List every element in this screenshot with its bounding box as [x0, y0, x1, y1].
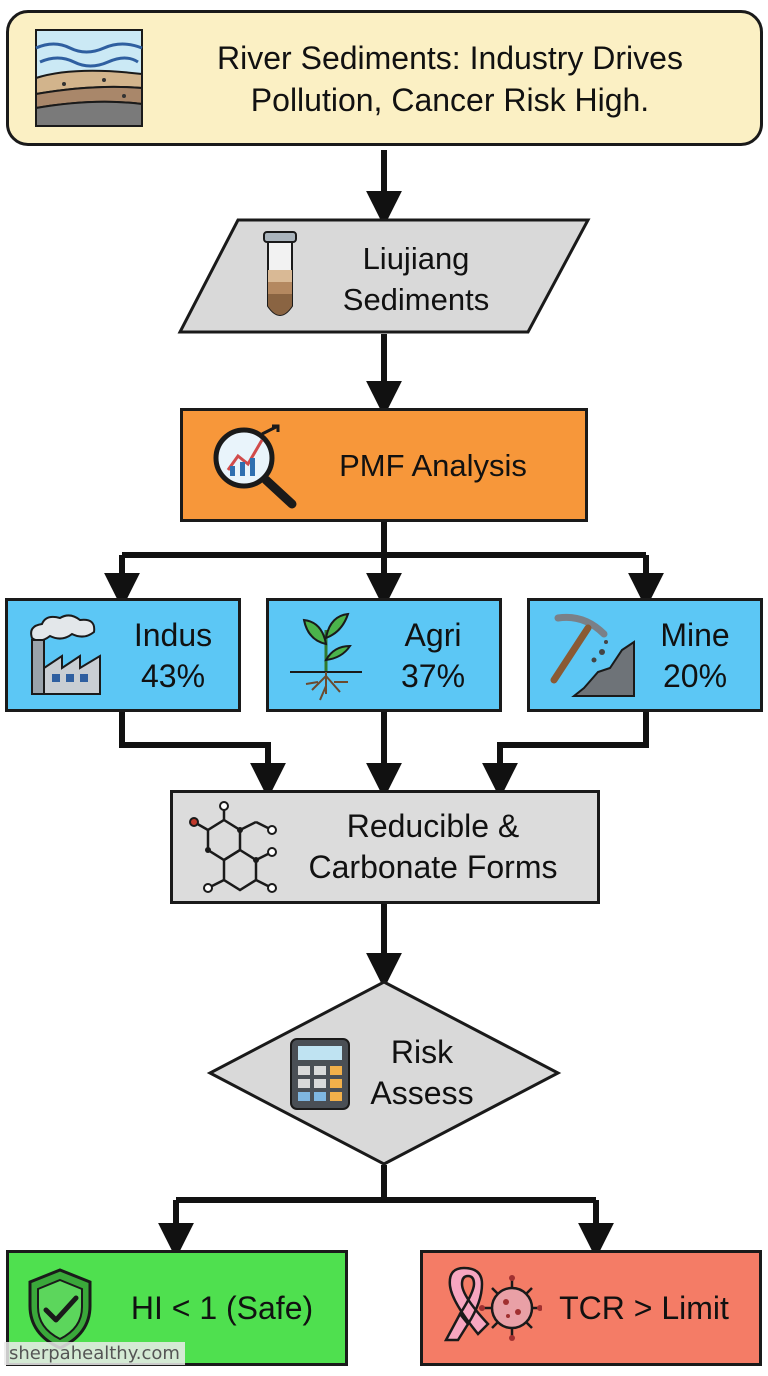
watermark: sherpahealthy.com: [4, 1342, 185, 1365]
source-agri-text: Agri 37%: [378, 615, 488, 697]
forms-node: [170, 790, 600, 904]
plant-sprout-icon: [290, 612, 362, 701]
decision-text: Risk Assess: [350, 1032, 494, 1114]
decision-node: [206, 980, 562, 1166]
sediment-layers-icon: [35, 29, 143, 127]
magnifier-chart-icon: [213, 424, 297, 509]
arrow-indus-to-forms: [119, 712, 286, 799]
molecule-icon: [189, 801, 277, 893]
title-line-1: River Sediments: Industry Drives: [217, 40, 683, 76]
outcome-safe-label: HI < 1 (Safe): [130, 1290, 314, 1326]
source-agri-name: Agri: [404, 617, 462, 653]
branch-decision-to-outcomes: [176, 1165, 596, 1203]
input-line-1: Liujiang: [362, 241, 470, 276]
source-mine-text: Mine 20%: [640, 615, 750, 697]
source-mine-name: Mine: [660, 617, 730, 653]
calculator-icon: [290, 1038, 350, 1110]
forms-line-2: Carbonate Forms: [308, 849, 558, 885]
input-text: Liujiang Sediments: [316, 238, 516, 320]
test-tube-icon: [263, 231, 297, 316]
analysis-label: PMF Analysis: [339, 448, 527, 483]
pickaxe-icon: [550, 613, 635, 697]
title-line-2: Pollution, Cancer Risk High.: [250, 82, 650, 118]
outcome-risk-label: TCR > Limit: [559, 1290, 729, 1326]
source-indus-name: Indus: [133, 617, 213, 653]
arrow-mine-to-forms: [482, 712, 649, 799]
shield-check-icon: [28, 1268, 92, 1350]
source-indus-text: Indus 43%: [118, 615, 228, 697]
decision-line-2: Assess: [370, 1075, 474, 1111]
source-agri-node: [266, 598, 502, 712]
source-indus-share: 43%: [140, 658, 206, 694]
decision-line-1: Risk: [390, 1034, 454, 1070]
title-text: River Sediments: Industry Drives Polluti…: [160, 37, 740, 121]
source-agri-share: 37%: [400, 658, 466, 694]
branch-analysis-to-sources: [122, 522, 646, 558]
forms-text: Reducible & Carbonate Forms: [280, 806, 586, 888]
ribbon-virus-icon: [443, 1266, 542, 1342]
input-line-2: Sediments: [342, 282, 490, 317]
factory-icon: [30, 614, 101, 695]
forms-line-1: Reducible &: [346, 808, 520, 844]
source-mine-share: 20%: [662, 658, 728, 694]
